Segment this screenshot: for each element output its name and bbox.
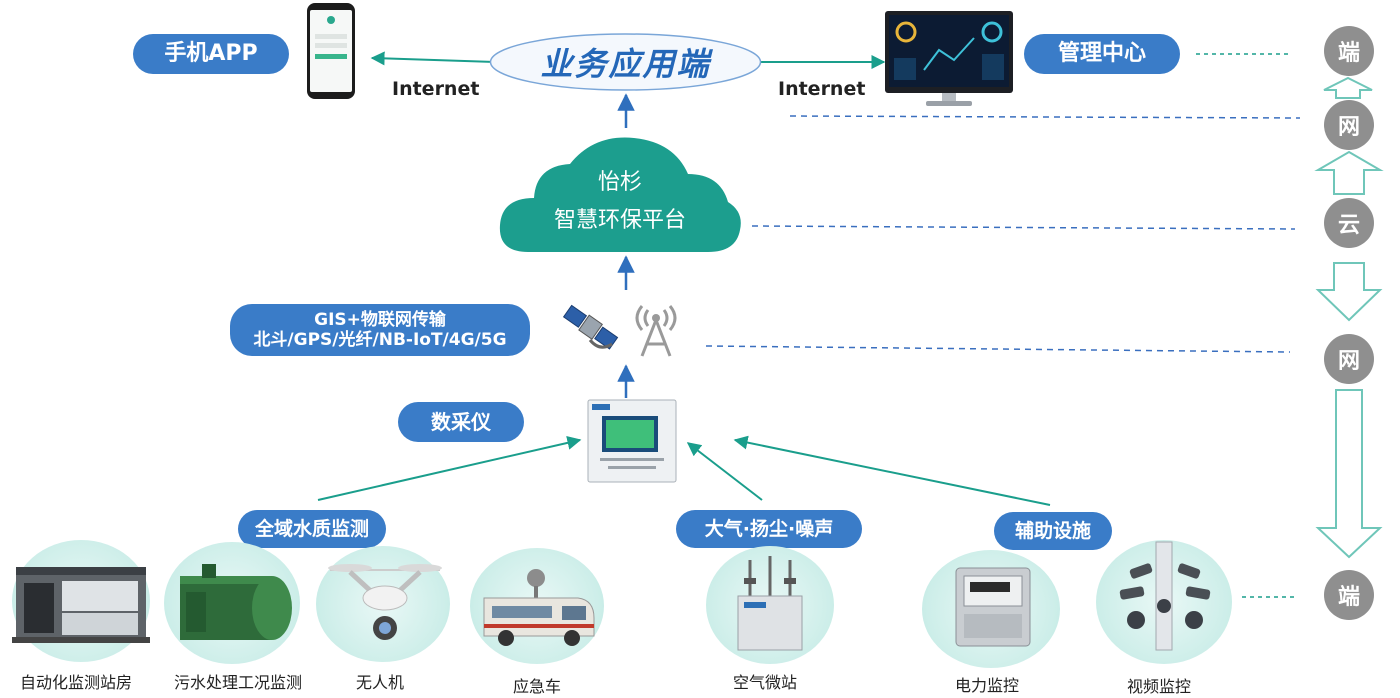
sewage-tank-icon: [172, 562, 298, 646]
emergency-vehicle-icon: [478, 568, 598, 650]
transport-line2: 北斗/GPS/光纤/NB-IoT/4G/5G: [253, 330, 507, 350]
device-label-power: 电力监控: [955, 676, 1020, 695]
arrow-air-to-collector: [686, 442, 763, 501]
internet-label-right: Internet: [778, 78, 866, 100]
cloud-title-line2: 智慧环保平台: [553, 208, 686, 233]
business-app-node: 业务应用端: [488, 32, 763, 92]
satellite-icon: [560, 300, 620, 356]
app-pill: 手机APP: [133, 34, 289, 74]
dash-line-cloud: [751, 225, 1296, 230]
cloud-icon: [499, 137, 741, 252]
collector-pill: 数采仪: [398, 402, 524, 442]
down-arrow-long: [1315, 389, 1383, 559]
up-arrow-cloud: [1314, 150, 1384, 195]
layer-badge-end-bottom: 端: [1324, 570, 1374, 620]
antenna-icon: [630, 298, 682, 358]
cloud-title-line1: 怡杉: [597, 170, 642, 195]
data-collector-icon: [586, 398, 678, 484]
power-meter-icon: [954, 566, 1032, 648]
down-arrow-cloud: [1315, 262, 1383, 322]
internet-label-left: Internet: [392, 78, 480, 100]
business-app-label: 业务应用端: [540, 45, 711, 83]
camera-pole-icon: [1104, 540, 1226, 652]
arrow-water-to-collector: [317, 435, 582, 501]
transport-line1: GIS+物联网传输: [314, 309, 446, 330]
air-station-icon: [730, 556, 810, 652]
auxiliary-facility-pill: 辅助设施: [994, 512, 1112, 550]
monitor-icon: [884, 10, 1014, 110]
management-center-pill: 管理中心: [1024, 34, 1180, 74]
device-label-sewage: 污水处理工况监测: [174, 673, 303, 692]
layer-badge-cloud: 云: [1324, 198, 1374, 248]
air-dust-noise-pill: 大气·扬尘·噪声: [676, 510, 862, 548]
up-arrow-small: [1323, 76, 1373, 99]
water-monitoring-pill: 全域水质监测: [238, 510, 386, 548]
layer-arrows: [1314, 76, 1384, 559]
layer-badge-net-top: 网: [1324, 100, 1374, 150]
device-label-vehicle: 应急车: [513, 677, 562, 696]
station-house-icon: [12, 565, 150, 645]
device-label-air: 空气微站: [733, 673, 798, 692]
drone-icon: [310, 550, 460, 650]
transport-pill: GIS+物联网传输 北斗/GPS/光纤/NB-IoT/4G/5G: [230, 304, 530, 356]
arrow-aux-to-collector: [733, 435, 1051, 506]
arrow-to-app: [370, 51, 496, 66]
device-label-station: 自动化监测站房: [20, 673, 133, 692]
phone-icon: [306, 2, 356, 100]
device-label-camera: 视频监控: [1127, 677, 1192, 696]
dash-line-net-bottom: [705, 345, 1291, 353]
layer-badge-end-top: 端: [1324, 26, 1374, 76]
layer-badge-net-bottom: 网: [1324, 334, 1374, 384]
platform-cloud: 怡杉 智慧环保平台: [498, 130, 743, 254]
dash-line-net-top: [789, 115, 1301, 119]
device-label-drone: 无人机: [356, 673, 405, 692]
